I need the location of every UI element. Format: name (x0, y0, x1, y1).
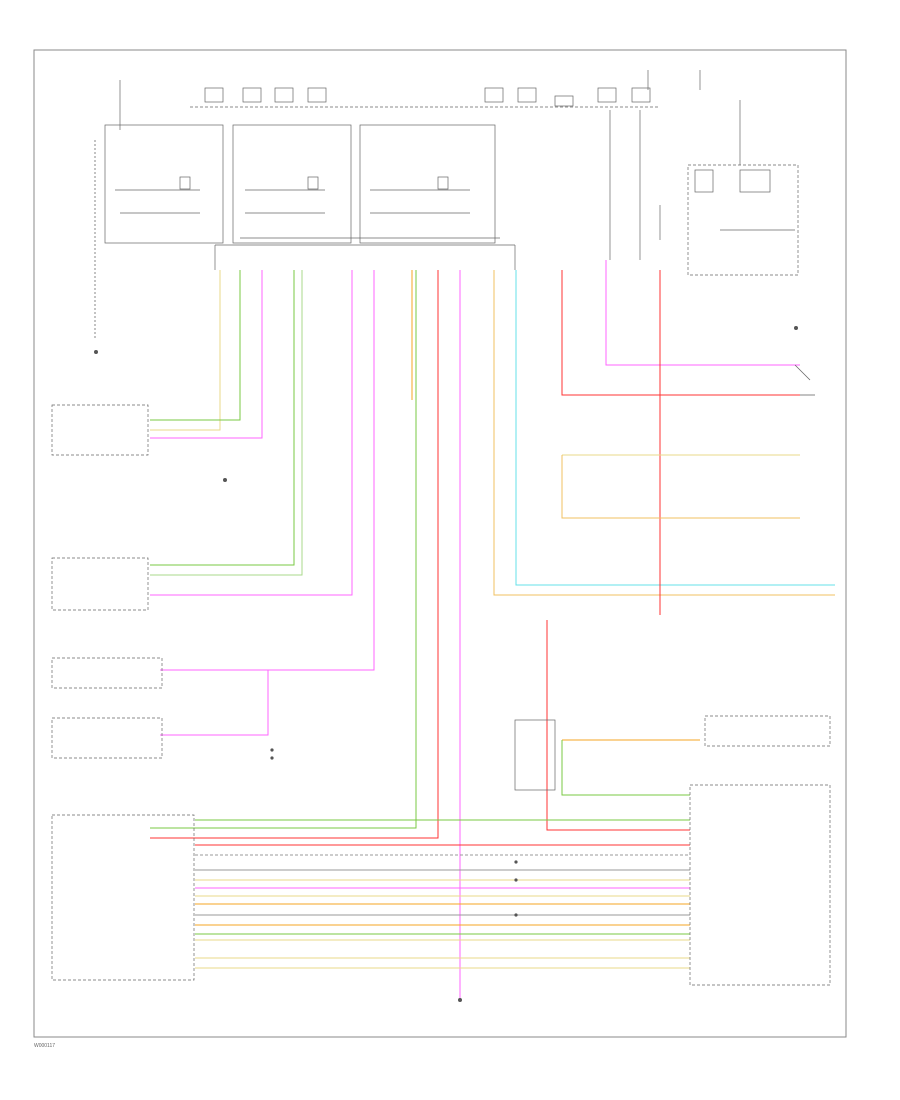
lower-harness (195, 819, 690, 969)
green-wire-1 (150, 270, 241, 421)
switch-modules (104, 124, 496, 244)
green-wire-4 (561, 740, 690, 796)
light-green-wire (150, 270, 303, 576)
pink-wire-5 (605, 260, 800, 366)
green-wire-2 (150, 270, 295, 566)
splice-bus (214, 237, 516, 270)
pink-wire-1 (150, 270, 263, 439)
red-wire-4 (546, 620, 690, 831)
tan-wire-1 (493, 270, 835, 596)
cyan-wire (515, 270, 835, 586)
diagram-frame (33, 49, 847, 1038)
right-switch-contact (794, 364, 815, 396)
tan-wire-2 (561, 455, 800, 519)
connector-boxes (51, 404, 831, 986)
pink-wire-6 (160, 670, 269, 736)
pink-wire-2 (150, 270, 353, 596)
red-wire-2 (561, 270, 800, 396)
pink-wire-3 (160, 270, 375, 671)
ground-symbols (94, 326, 798, 1002)
right-control-module (609, 100, 799, 276)
diagram-id-footer: W000117 (34, 1043, 56, 1049)
fuse-block (119, 70, 701, 130)
yellow-wire-1 (150, 270, 221, 431)
green-wire-3 (150, 270, 417, 829)
red-wire-1 (150, 270, 439, 839)
colored-wires (150, 260, 835, 1000)
